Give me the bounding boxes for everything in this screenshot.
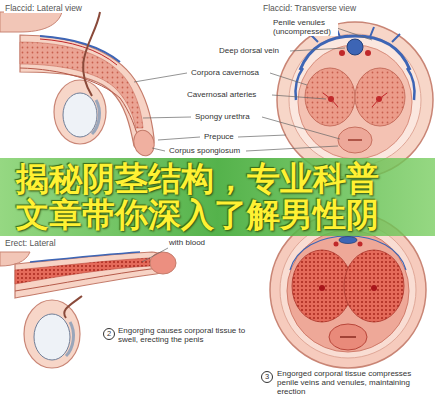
flaccid-lateral-figure-part	[20, 68, 140, 145]
erect-lateral-figure-part	[15, 268, 158, 291]
leader-lines-part	[270, 73, 307, 85]
erect-lateral-figure	[0, 252, 176, 368]
flaccid-transverse-figure-part	[305, 68, 355, 126]
leader-lines-part	[142, 248, 168, 262]
part-label: Cavernosal arteries	[186, 90, 257, 99]
erect-lateral-figure-part	[30, 252, 140, 262]
leader-lines-part	[134, 73, 187, 82]
leader-lines-part	[337, 28, 372, 40]
title-banner: 揭秘阴茎结构，专业科普 文章带你深入了解男性阴	[0, 158, 435, 236]
view-title: Flaccid: Transverse view	[262, 3, 357, 13]
flaccid-transverse-figure-part	[323, 93, 387, 107]
leader-lines-part	[158, 137, 200, 140]
flaccid-lateral-figure-part	[0, 12, 62, 32]
erect-lateral-figure-part	[34, 314, 70, 360]
flaccid-transverse-figure-part	[338, 127, 372, 153]
flaccid-transverse-figure-part	[289, 34, 421, 166]
leader-lines-part	[246, 146, 338, 151]
erect-lateral-figure-part	[66, 322, 73, 356]
step-note: Engorged corporal tissue compresses peni…	[276, 369, 428, 396]
leader-lines-part	[290, 48, 345, 51]
view-title: Flaccid: Lateral view	[4, 3, 83, 13]
flaccid-transverse-figure-part	[277, 22, 433, 178]
flaccid-lateral-figure-part	[40, 39, 117, 65]
callout-number: 2	[103, 328, 115, 340]
part-label: Corpus spongiosum	[168, 146, 241, 155]
erect-transverse-figure-part	[334, 242, 339, 247]
part-label: Spongy urethra	[194, 112, 251, 121]
part-label: Deep dorsal vein	[218, 46, 280, 55]
flaccid-transverse-figure-part	[355, 68, 405, 126]
flaccid-transverse-figure	[277, 22, 433, 178]
flaccid-transverse-figure-part	[348, 139, 362, 141]
flaccid-transverse-figure-part	[339, 50, 345, 56]
erect-transverse-figure-part	[340, 336, 356, 338]
leader-lines-part	[152, 148, 165, 151]
erect-transverse-figure-part	[292, 250, 352, 322]
erect-lateral-figure-part	[64, 296, 82, 318]
flaccid-transverse-figure-part	[347, 39, 363, 55]
flaccid-lateral-figure-part	[131, 128, 157, 158]
flaccid-transverse-figure-part	[298, 45, 412, 159]
erect-transverse-figure-part	[319, 285, 325, 291]
erect-transverse-figure-part	[287, 230, 409, 352]
flaccid-transverse-figure-part	[295, 68, 414, 100]
flaccid-transverse-figure-part	[305, 68, 355, 126]
erect-transverse-figure-part	[292, 250, 352, 322]
flaccid-lateral-figure	[0, 12, 157, 158]
erect-lateral-figure-part	[15, 252, 165, 298]
erect-lateral-figure-part	[24, 300, 80, 368]
part-label: with blood	[168, 238, 206, 247]
flaccid-lateral-figure-part	[54, 80, 106, 144]
part-label: Penile venules (uncompressed)	[272, 18, 338, 36]
leader-lines-part	[143, 117, 191, 118]
flaccid-transverse-figure-part	[355, 68, 405, 126]
erect-transverse-figure-part	[371, 285, 377, 291]
leader-lines-part	[272, 95, 326, 99]
part-label: Prepuce	[203, 132, 235, 141]
flaccid-lateral-figure-part	[20, 35, 154, 152]
flaccid-lateral-figure-part	[92, 100, 99, 134]
view-title: Erect: Lateral	[4, 238, 57, 248]
callout-number: 3	[261, 371, 273, 383]
erect-transverse-figure-part	[280, 222, 416, 358]
erect-transverse-figure-part	[358, 242, 363, 247]
flaccid-lateral-figure-part	[63, 93, 97, 137]
erect-transverse-figure-part	[290, 236, 406, 270]
flaccid-lateral-figure-part	[83, 12, 100, 96]
erect-transverse-figure-part	[339, 237, 357, 244]
erect-transverse-figure-part	[344, 250, 404, 322]
leader-lines-part	[238, 135, 286, 137]
part-label: Corpora cavernosa	[190, 68, 260, 77]
step-note: Engorging causes corporal tissue to swel…	[117, 326, 249, 344]
flaccid-transverse-figure-part	[365, 50, 371, 56]
banner-text: 揭秘阴茎结构，专业科普 文章带你深入了解男性阴	[16, 161, 420, 233]
erect-transverse-figure-part	[329, 324, 367, 350]
erect-transverse-figure-part	[344, 250, 404, 322]
